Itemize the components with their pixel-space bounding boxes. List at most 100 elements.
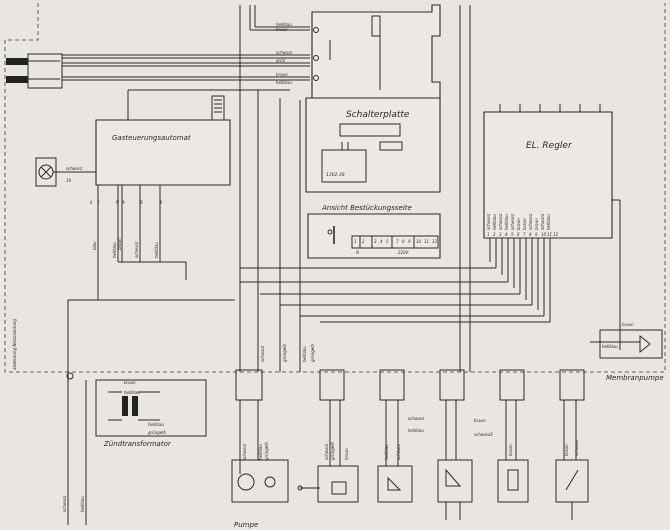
label-membranpumpe: Membranpumpe [606, 374, 664, 382]
regler-wires [240, 199, 621, 350]
regler-terminal: 5 [511, 232, 514, 237]
label-gasteuerungsautomat: Gasteuerungsautomat [112, 134, 191, 142]
automat-wire-labels: blau hellblau braun schwarz hellblau [92, 238, 159, 258]
regler-terminal: 1 [487, 232, 490, 237]
top-wire-label: schwarz [276, 50, 293, 55]
label-pumpe: Pumpe [234, 521, 258, 529]
bottom-label: schwarz [574, 439, 579, 456]
switch-5 [555, 400, 589, 520]
automat-wire-label: hellblau [112, 242, 117, 258]
bottom-label: schwarz2 [474, 432, 493, 437]
zuend-label: hellblau [124, 390, 140, 395]
automat-terminal: II [90, 200, 93, 205]
automat-terminal: I [98, 200, 100, 205]
bottom-label: braun [508, 444, 513, 456]
zuendtransformator-symbol [66, 372, 207, 437]
mid-label: hellblau [302, 346, 307, 362]
mid-label: schwarz [260, 345, 265, 362]
top-wire-label: hellblau [276, 80, 292, 85]
regler-wire-label: hellblau [546, 214, 551, 230]
top-wire-label: grün [276, 58, 286, 63]
bottom-labels: schwarz hellblau grüngelb schwarz grünge… [242, 416, 579, 460]
bottom-label: hellblau [408, 428, 424, 433]
bestueckung-terminal: 9 [408, 239, 411, 244]
bestueckung-terminal: 8 [402, 239, 405, 244]
bestueckung-terminal: 2 [362, 239, 365, 244]
bottom-label: schwarz [408, 416, 425, 421]
regler-terminal: 2 [493, 232, 496, 237]
automat-terminal: A [121, 200, 125, 205]
heating-rods [6, 53, 63, 89]
bottom-label: schwarz [242, 443, 247, 460]
label-el-regler: EL. Regler [526, 141, 573, 151]
regler-terminal: 3 [499, 232, 502, 237]
bestueckung-group: N [356, 250, 359, 255]
membran-label: braun [622, 322, 634, 327]
schalterplatte-board [311, 4, 441, 99]
top-wire-bundle [62, 5, 310, 81]
bottom-label: hellblau [384, 444, 389, 460]
regler-wire-label: schwarz [540, 213, 545, 230]
regler-terminal: 10 [541, 232, 547, 237]
vertical-runs [127, 5, 471, 372]
regler-wire-label: braun [534, 218, 539, 230]
zuend-label: braun [124, 380, 136, 385]
automat-wire-label: blau [92, 241, 97, 250]
regler-terminal: 11 [547, 232, 552, 237]
relay-1302-28 [321, 149, 367, 183]
spark-electrode [211, 95, 225, 121]
valve-2 [377, 400, 413, 503]
mid-label: grüngelb [310, 344, 315, 362]
bottom-label: hellblau [258, 444, 263, 460]
valve-3 [437, 400, 473, 520]
mid-label: grüngelb [282, 344, 287, 362]
zuend-labels: braun hellblau hellblau grüngelb [124, 380, 166, 435]
regler-terminal: 12 [553, 232, 559, 237]
regler-wire-label: schwarz [486, 213, 491, 230]
bestueckung-terminal: 3 [374, 239, 377, 244]
automat-wire-label: schwarz [134, 241, 139, 258]
sensor-4 [497, 400, 529, 503]
bestueckung-group: 220V [398, 250, 409, 255]
regler-terminal: 8 [529, 232, 532, 237]
regler-terminal: 4 [505, 232, 508, 237]
bottom-label: braun [564, 444, 569, 456]
regler-wire-label: braun [516, 218, 521, 230]
mid-labels: schwarz grüngelb hellblau grüngelb [260, 344, 315, 362]
bestueckung-terminal: 1 [354, 239, 357, 244]
schalterplatte-lower [305, 97, 441, 193]
bottom-label: braun [344, 448, 349, 460]
top-wire-label: braun [276, 27, 288, 32]
automat-side: 19 [66, 178, 72, 183]
automat-wire-label: hellblau [154, 242, 159, 258]
pumpe-motor [231, 400, 289, 503]
regler-wire-label: schwarz [510, 213, 515, 230]
left-wire-label: hellblau [80, 496, 85, 512]
automat-side: schwarz [66, 166, 83, 171]
left-wire-label: schwarz [62, 495, 67, 512]
bestueckung-terminal: 11 [424, 239, 429, 244]
label-zuendtransformator: Zündtransformator [103, 440, 172, 448]
regler-wire-label: schwarz [528, 213, 533, 230]
left-wire-label: abdeckung Netzzuleitung [12, 319, 17, 370]
zuend-label: grüngelb [148, 430, 166, 435]
bottom-label: schwarz [324, 443, 329, 460]
membranpumpe-symbol [599, 329, 663, 359]
bestueckung-terminal: 5 [386, 239, 389, 244]
housing-outline [4, 3, 666, 373]
regler-wire-label: braun [522, 218, 527, 230]
regler-wire-label: hellblau [504, 214, 509, 230]
regler-wire-label: schwarz [498, 213, 503, 230]
automat-terminal: N [116, 200, 119, 205]
bottom-label: braun [474, 418, 486, 423]
label-schalterplatte: Schalterplatte [346, 110, 410, 120]
regler-terminals: 1 2 3 4 5 6 7 8 9 10 11 12 [487, 232, 559, 237]
automat-wire-label: braun [117, 238, 122, 250]
bestueckung-terminal: 10 [416, 239, 422, 244]
automat-terminal: II [160, 200, 163, 205]
label-part-number: 1302 28 [326, 172, 345, 178]
regler-wire-label: hellblau [492, 214, 497, 230]
regler-terminal: 6 [517, 232, 520, 237]
